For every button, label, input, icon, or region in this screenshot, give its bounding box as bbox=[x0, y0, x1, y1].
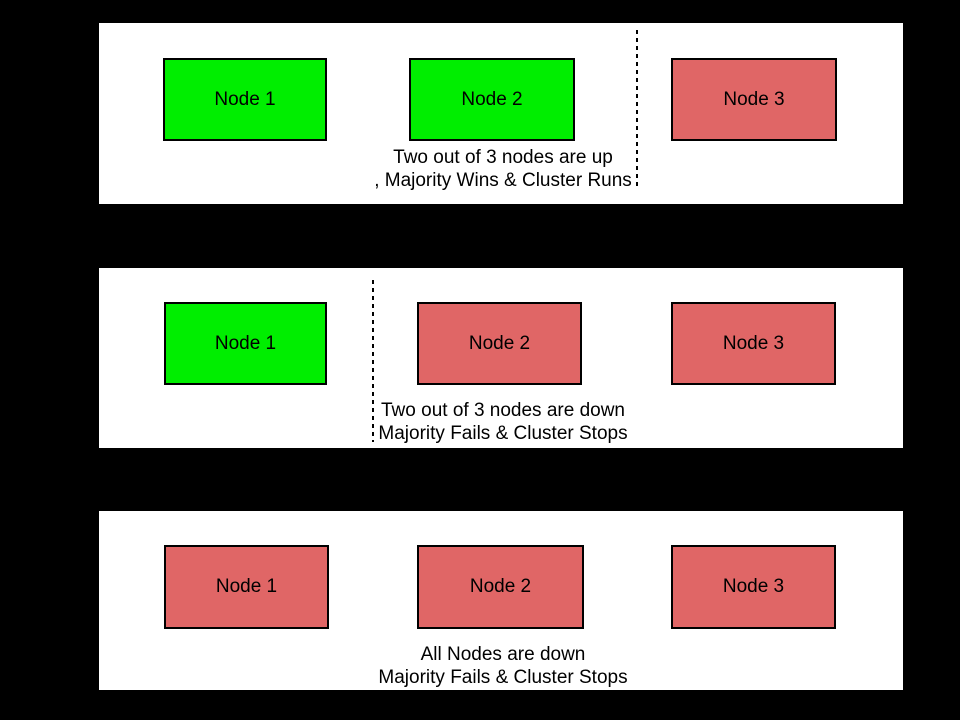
caption-line-2: Majority Fails & Cluster Stops bbox=[378, 423, 628, 444]
node-label: Node 2 bbox=[469, 576, 532, 597]
caption-line-1: Two out of 3 nodes are up bbox=[393, 147, 613, 168]
caption-line-1: Two out of 3 nodes are down bbox=[381, 400, 625, 421]
panel-caption: All Nodes are down Majority Fails & Clus… bbox=[203, 643, 803, 689]
quorum-partition-divider bbox=[636, 30, 638, 190]
node-box: Node 1 bbox=[163, 58, 327, 141]
caption-line-2: , Majority Wins & Cluster Runs bbox=[374, 170, 632, 191]
node-box: Node 3 bbox=[671, 545, 836, 629]
panel-caption: Two out of 3 nodes are down Majority Fai… bbox=[203, 399, 803, 445]
panel-two-nodes-down: Node 1 Node 2 Node 3 Two out of 3 nodes … bbox=[97, 266, 905, 450]
node-label: Node 2 bbox=[468, 332, 531, 354]
node-box: Node 1 bbox=[164, 302, 327, 385]
node-label: Node 1 bbox=[215, 576, 278, 597]
node-label: Node 1 bbox=[214, 332, 277, 354]
node-box: Node 3 bbox=[671, 58, 837, 141]
panel-all-nodes-down: Node 1 Node 2 Node 3 All Nodes are down … bbox=[97, 509, 905, 692]
node-label: Node 2 bbox=[461, 88, 523, 110]
node-label: Node 3 bbox=[722, 576, 785, 597]
caption-line-2: Majority Fails & Cluster Stops bbox=[378, 667, 628, 688]
node-label: Node 1 bbox=[214, 88, 276, 110]
node-box: Node 2 bbox=[417, 545, 584, 629]
caption-line-1: All Nodes are down bbox=[420, 644, 586, 665]
node-box: Node 1 bbox=[164, 545, 329, 629]
node-box: Node 3 bbox=[671, 302, 836, 385]
node-box: Node 2 bbox=[417, 302, 582, 385]
panel-two-nodes-up: Node 1 Node 2 Node 3 Two out of 3 nodes … bbox=[97, 21, 905, 206]
node-label: Node 3 bbox=[723, 88, 785, 110]
quorum-partition-divider bbox=[372, 280, 374, 442]
panel-caption: Two out of 3 nodes are up , Majority Win… bbox=[203, 146, 803, 192]
node-label: Node 3 bbox=[722, 332, 785, 354]
node-box: Node 2 bbox=[409, 58, 575, 141]
